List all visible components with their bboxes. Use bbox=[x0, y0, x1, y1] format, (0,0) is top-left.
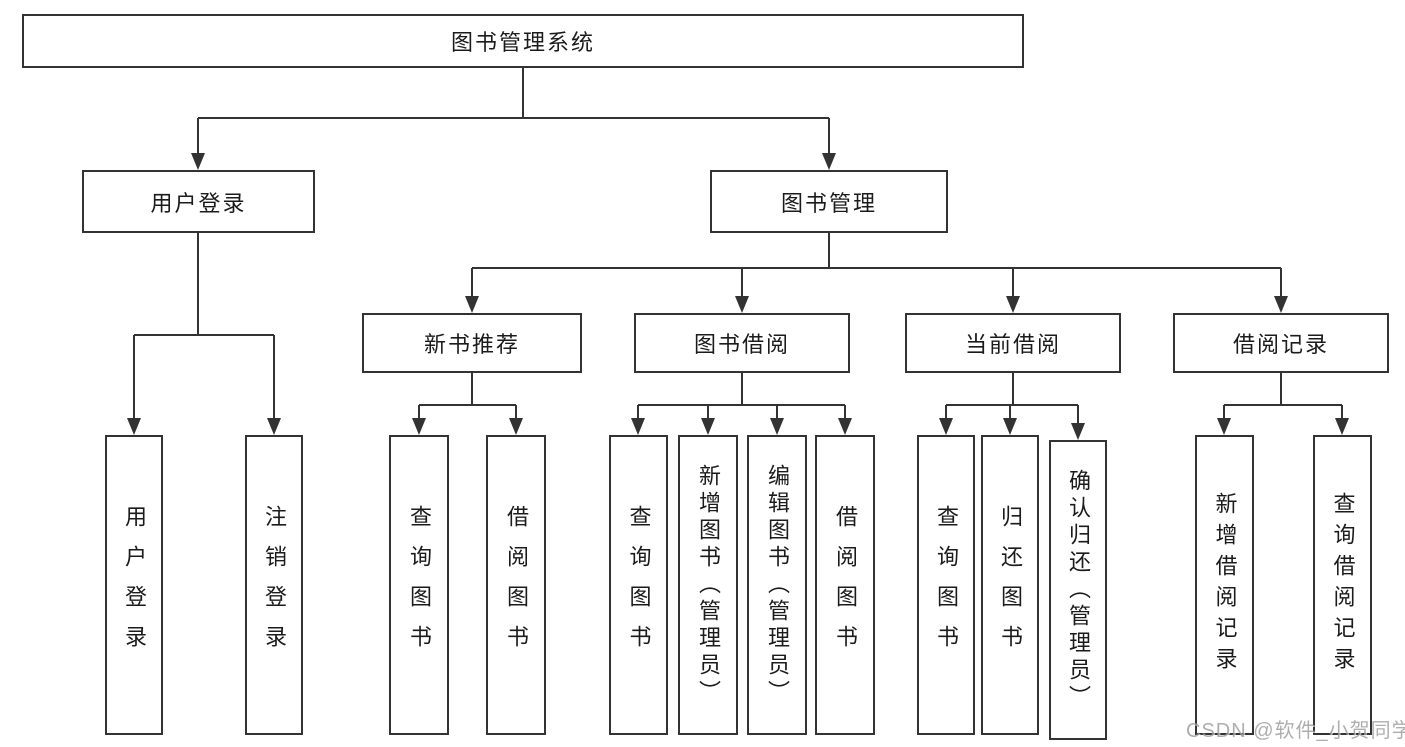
connector-new-book-arrowheads bbox=[412, 418, 523, 435]
connector-user-login bbox=[133, 233, 275, 421]
leaf-borrow-books: 借阅图书 bbox=[486, 435, 546, 735]
connector-book-management-arrowheads bbox=[465, 296, 1288, 313]
node-label: 查询图书 bbox=[626, 505, 652, 665]
arrowhead bbox=[838, 418, 852, 435]
node-label: 归还图书 bbox=[998, 505, 1023, 665]
leaf-add-book-admin: 新增图书（管理员） bbox=[678, 435, 738, 735]
leaf-confirm-return-admin: 确认归还（管理员） bbox=[1049, 440, 1107, 740]
leaf-query-books: 查询图书 bbox=[389, 435, 449, 735]
leaf-borrow-books: 借阅图书 bbox=[815, 435, 875, 735]
node-label: 注销登录 bbox=[262, 505, 287, 665]
arrowhead bbox=[939, 418, 953, 435]
connector-current-borrowing-arrowheads bbox=[939, 418, 1085, 440]
connector-book-borrowing-arrowheads bbox=[631, 418, 852, 435]
watermark-text: CSDN @软件_小贺同学 bbox=[1186, 720, 1405, 742]
arrowhead bbox=[1006, 296, 1020, 313]
node-label: 查询图书 bbox=[407, 505, 432, 665]
node-label: 查询借阅记录 bbox=[1330, 492, 1356, 678]
leaf-add-borrow-record: 新增借阅记录 bbox=[1195, 435, 1254, 735]
connector-borrow-records-arrowheads bbox=[1217, 418, 1349, 435]
arrowhead bbox=[127, 418, 141, 435]
node-user-login: 用户登录 bbox=[82, 170, 315, 233]
leaf-return-books: 归还图书 bbox=[981, 435, 1039, 735]
arrowhead bbox=[770, 418, 784, 435]
node-label: 用户登录 bbox=[122, 505, 147, 665]
arrowhead bbox=[1071, 423, 1085, 440]
node-label: 图书借阅 bbox=[693, 332, 790, 357]
leaf-query-borrow-record: 查询借阅记录 bbox=[1313, 435, 1372, 735]
leaf-query-books: 查询图书 bbox=[609, 435, 668, 735]
arrowhead bbox=[191, 153, 205, 170]
connector-borrow-records bbox=[1223, 373, 1343, 421]
connector-root-arrowheads bbox=[191, 153, 836, 170]
arrowhead bbox=[735, 296, 749, 313]
arrowhead bbox=[1003, 418, 1017, 435]
connector-book-borrowing bbox=[637, 373, 846, 421]
leaf-user-login: 用户登录 bbox=[105, 435, 163, 735]
arrowhead bbox=[822, 153, 836, 170]
node-label: 借阅图书 bbox=[833, 505, 858, 665]
node-label: 图书管理系统 bbox=[450, 30, 595, 55]
node-current-borrowing: 当前借阅 bbox=[905, 313, 1121, 373]
node-label: 新书推荐 bbox=[423, 332, 520, 357]
arrowhead bbox=[465, 296, 479, 313]
node-label: 用户登录 bbox=[150, 190, 247, 216]
leaf-edit-book-admin: 编辑图书（管理员） bbox=[747, 435, 807, 735]
arrowhead bbox=[509, 418, 523, 435]
node-label: 确认归还（管理员） bbox=[1066, 468, 1091, 712]
connector-user-login-arrowheads bbox=[127, 418, 281, 435]
arrowhead bbox=[1217, 418, 1231, 435]
node-book-borrowing: 图书借阅 bbox=[634, 313, 850, 373]
arrowhead bbox=[701, 418, 715, 435]
node-new-book-recommendation: 新书推荐 bbox=[362, 313, 582, 373]
leaf-query-books: 查询图书 bbox=[917, 435, 975, 735]
leaf-logout: 注销登录 bbox=[245, 435, 303, 735]
node-label: 当前借阅 bbox=[964, 332, 1061, 357]
node-label: 图书管理 bbox=[780, 190, 877, 216]
node-book-management: 图书管理 bbox=[710, 170, 948, 233]
node-label: 借阅图书 bbox=[504, 505, 529, 665]
connector-root bbox=[197, 68, 830, 155]
node-borrowing-records: 借阅记录 bbox=[1173, 313, 1389, 373]
connector-current-borrowing bbox=[945, 373, 1079, 426]
connector-book-management bbox=[471, 233, 1282, 299]
arrowhead bbox=[412, 418, 426, 435]
connector-new-book bbox=[418, 373, 517, 421]
arrowhead bbox=[631, 418, 645, 435]
node-library-management-system: 图书管理系统 bbox=[22, 14, 1024, 68]
node-label: 查询图书 bbox=[934, 505, 959, 665]
node-label: 编辑图书（管理员） bbox=[765, 463, 790, 707]
node-label: 借阅记录 bbox=[1232, 332, 1329, 357]
arrowhead bbox=[267, 418, 281, 435]
arrowhead bbox=[1335, 418, 1349, 435]
node-label: 新增借阅记录 bbox=[1212, 492, 1238, 678]
node-label: 新增图书（管理员） bbox=[696, 463, 721, 707]
arrowhead bbox=[1274, 296, 1288, 313]
